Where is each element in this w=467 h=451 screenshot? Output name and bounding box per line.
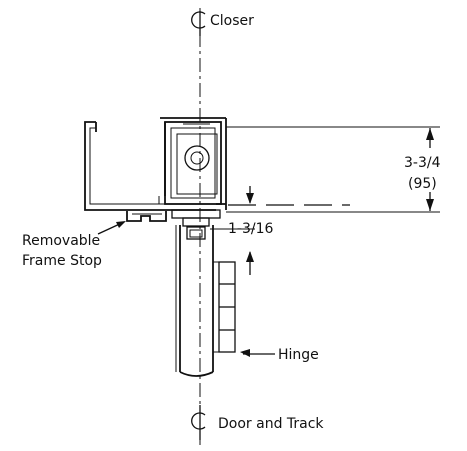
closer-spindle-inner (190, 151, 204, 165)
dimension-bottom (210, 186, 255, 275)
door-leaf (175, 225, 214, 377)
centerline-symbol-top (191, 11, 206, 36)
door-and-track-label: Door and Track (218, 416, 324, 432)
dimension-top-metric: (95) (408, 176, 437, 192)
dimension-top-value: 3-3/4 (404, 155, 441, 171)
closer-label: Closer (210, 13, 254, 29)
frame-stop-arrow (116, 221, 126, 228)
hinge-arrow (240, 349, 250, 357)
hinge (213, 261, 236, 353)
hinge-label: Hinge (278, 347, 319, 363)
centerline-symbol-bottom (191, 405, 206, 440)
door-track (171, 209, 221, 240)
dimension-top (226, 126, 440, 213)
frame-stop-label-line1: Removable (22, 233, 100, 249)
frame-profile (84, 117, 227, 211)
removable-frame-stop (126, 211, 167, 222)
closer-spindle (184, 145, 210, 171)
frame-stop-label-line2: Frame Stop (22, 253, 102, 269)
dimension-bottom-value: 1-3/16 (228, 221, 273, 237)
